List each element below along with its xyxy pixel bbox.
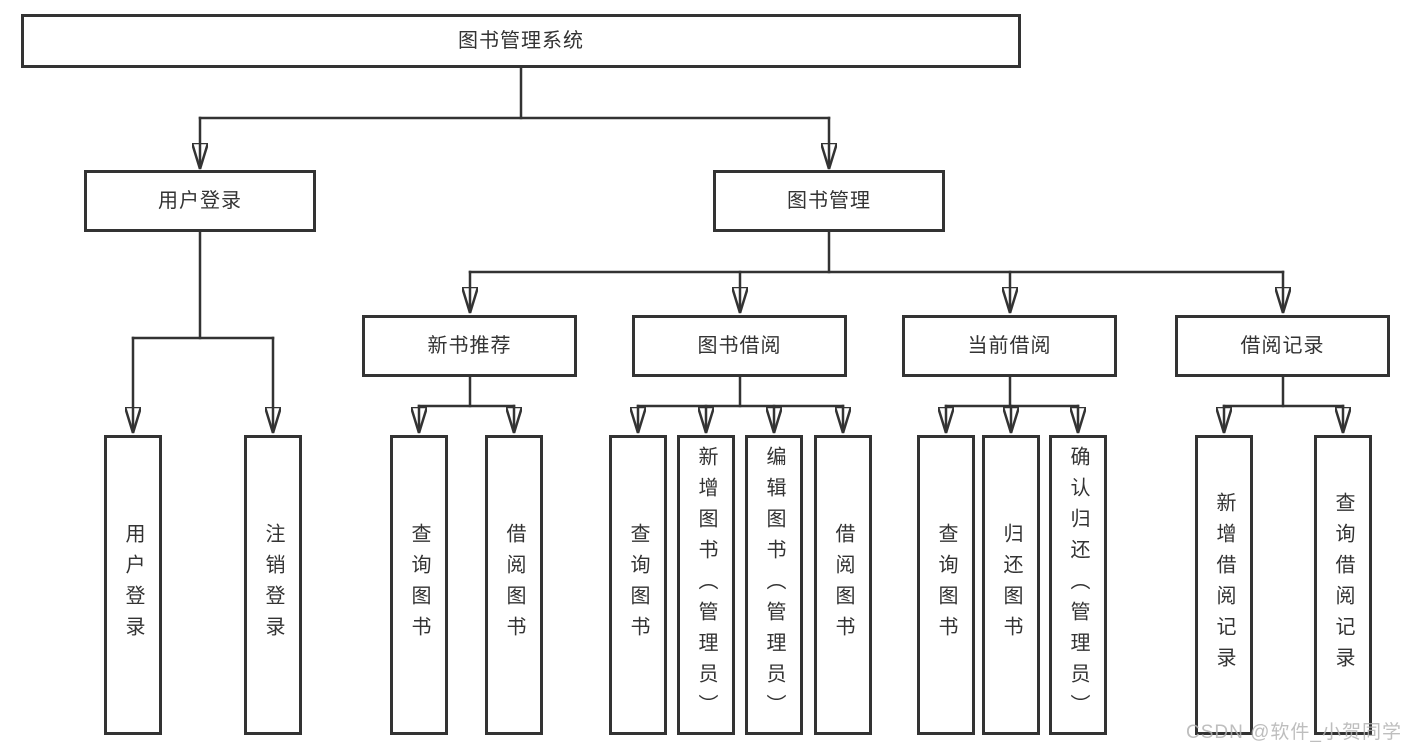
leaf-borrow-query-books: 查询图书 [609,435,667,735]
leaf-borrow-edit-books-admin: 编辑图书（管理员） [745,435,803,735]
node-book-borrow: 图书借阅 [632,315,847,377]
node-borrow-records: 借阅记录 [1175,315,1390,377]
leaf-user-login: 用户登录 [104,435,162,735]
leaf-current-confirm-return-admin: 确认归还（管理员） [1049,435,1107,735]
leaf-current-return-books: 归还图书 [982,435,1040,735]
node-book-management: 图书管理 [713,170,945,232]
node-current-borrow: 当前借阅 [902,315,1117,377]
leaf-current-query-books: 查询图书 [917,435,975,735]
leaf-records-query-borrow-record: 查询借阅记录 [1314,435,1372,735]
leaf-recommend-borrow-books: 借阅图书 [485,435,543,735]
leaf-borrow-borrow-books: 借阅图书 [814,435,872,735]
leaf-borrow-add-books-admin: 新增图书（管理员） [677,435,735,735]
leaf-recommend-query-books: 查询图书 [390,435,448,735]
leaf-records-add-borrow-record: 新增借阅记录 [1195,435,1253,735]
node-new-book-recommend: 新书推荐 [362,315,577,377]
node-library-management-system: 图书管理系统 [21,14,1021,68]
leaf-logout: 注销登录 [244,435,302,735]
csdn-watermark: CSDN @软件_小贺同学 [1186,722,1402,743]
node-user-login: 用户登录 [84,170,316,232]
